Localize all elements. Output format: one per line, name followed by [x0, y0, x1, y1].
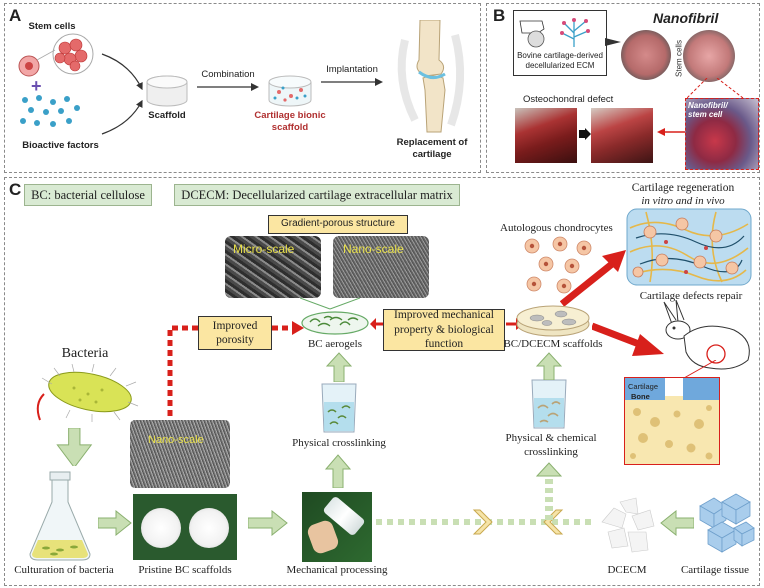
culture-flask	[29, 471, 91, 561]
hand-shape	[305, 518, 341, 556]
green-arrow-bacteria-down	[56, 428, 93, 466]
combination-arrow	[197, 83, 259, 91]
defect-photo-before	[515, 108, 577, 163]
improved-mechanical-box: Improved mechanical property & biologica…	[383, 309, 505, 351]
bc-dcecm-label: BC/DCECM scaffolds	[503, 338, 603, 350]
bacteria-illustration	[36, 364, 139, 422]
physical-crosslinking-beaker	[321, 383, 357, 433]
mechanical-processing-photo	[302, 492, 372, 562]
panel-a: A Stem cells + Bioactive factors Scaffol…	[4, 3, 481, 173]
cartilage-regeneration-label: Cartilage regeneration	[631, 182, 735, 194]
cartilage-tissue-label: Cartilage tissue	[680, 564, 750, 576]
chondrocytes-illustration	[524, 236, 592, 294]
bioactive-factors-illustration	[20, 95, 80, 127]
cartilage-regeneration-illustration	[626, 208, 752, 286]
ecm-box: Bovine cartilage-derived decellularized …	[513, 10, 607, 76]
ecm-caption: Bovine cartilage-derived decellularized …	[517, 51, 603, 70]
dcecm-definition-box: DCECM: Decellularized cartilage extracel…	[174, 184, 460, 206]
stem-cells-illustration	[18, 33, 94, 77]
green-arrow-left	[660, 510, 694, 536]
defects-repair-label: Cartilage defects repair	[639, 290, 743, 302]
physical-chemical-beaker	[531, 379, 567, 429]
scaffold-label: Scaffold	[148, 110, 186, 121]
panel-b: B Nanofibril Bovine cartilage-derived de…	[486, 3, 760, 173]
petri-dish-photo-1	[621, 30, 671, 80]
autologous-label: Autologous chondrocytes	[500, 222, 613, 234]
pristine-bc-photo	[133, 494, 237, 560]
rabbit-illustration	[663, 300, 750, 370]
micro-scale-label: Micro-scale	[233, 242, 295, 256]
culturation-label: Culturation of bacteria	[14, 564, 114, 576]
defect-photo-after	[591, 108, 653, 163]
green-arrow-up-bcdcecm	[536, 352, 562, 380]
dcecm-label: DCECM	[607, 564, 647, 576]
converging-arrows	[101, 53, 143, 135]
dcecm-flakes	[601, 497, 655, 553]
porosity-red-dashed-path	[167, 321, 304, 456]
nano-scale-label: Nano-scale	[343, 242, 404, 256]
mechanical-label: Mechanical processing	[286, 564, 388, 576]
combination-label: Combination	[201, 69, 255, 80]
nano-scale-small-label: Nano-scale	[148, 434, 204, 446]
bacteria-label: Bacteria	[61, 346, 109, 361]
ecm-arrow	[605, 38, 621, 46]
cartilage-section-label: Cartilage	[628, 382, 659, 391]
panel-b-label: B	[493, 6, 506, 25]
bc-aerogels-label: BC aerogels	[307, 338, 363, 350]
petri-dish-photo-2	[683, 30, 735, 82]
implantation-arrow	[321, 78, 383, 86]
cartilage-tissue-illustration	[699, 493, 755, 553]
red-arrow-regeneration	[560, 250, 626, 306]
pristine-label: Pristine BC scaffolds	[138, 564, 232, 576]
sem-connector	[300, 297, 360, 310]
bioactive-factors-label: Bioactive factors	[22, 140, 99, 151]
bionic-scaffold-label: Cartilage bionic scaffold	[254, 110, 326, 133]
bc-aerogels-dish	[301, 311, 369, 335]
panel-a-label: A	[9, 6, 22, 25]
rabbit-zoom-line	[683, 360, 717, 379]
bc-dcecm-scaffold	[516, 305, 590, 337]
pristine-disc-2	[189, 508, 229, 548]
knee-illustration	[397, 20, 465, 133]
cartilage-bone-section: Cartilage Bone	[624, 377, 720, 465]
nanofibril-title: Nanofibril	[653, 10, 719, 26]
panel-c: C	[4, 177, 760, 586]
panel-c-label: C	[9, 180, 22, 199]
green-arrow-up-mech	[325, 454, 351, 488]
micro-scale-sem: Micro-scale	[225, 236, 321, 298]
green-dashed-arrow-up-dcecm	[536, 462, 562, 520]
improved-porosity-box: Improved porosity	[198, 316, 272, 350]
red-back-arrow	[657, 128, 687, 136]
bc-definition-box: BC: bacterial cellulose	[24, 184, 152, 206]
green-arrow-right-1	[98, 510, 132, 536]
plus-sign: +	[31, 76, 42, 96]
replacement-label: Replacement of cartilage	[396, 137, 468, 160]
physical-chemical-label: Physical & chemical crosslinking	[505, 432, 597, 458]
in-vitro-in-vivo-label: in vitro and in vivo	[641, 195, 725, 207]
green-arrow-up-aerogels	[326, 352, 352, 382]
cow-tree-icon	[519, 18, 590, 48]
cartilage-bone-graphic	[625, 378, 719, 464]
gradient-porous-box: Gradient-porous structure	[268, 215, 408, 234]
bionic-scaffold-illustration	[268, 75, 312, 107]
nanofibril-stem-cell-label: Nanofibril/ stem cell	[688, 101, 728, 120]
green-arrow-right-2	[248, 510, 288, 536]
nano-scale-sem: Nano-scale	[333, 236, 429, 298]
zoom-guides	[687, 78, 744, 99]
scaffold-illustration	[146, 75, 188, 107]
bone-section-label: Bone	[631, 392, 650, 401]
physical-crosslinking-label: Physical crosslinking	[292, 437, 386, 449]
chevron-dashed-path	[376, 509, 592, 535]
red-arrow-rabbit	[592, 322, 664, 356]
nano-scale-sem-small: Nano-scale	[130, 420, 230, 488]
stem-cells-label: Stem cells	[28, 21, 76, 32]
dcecm-photo	[592, 492, 662, 560]
defect-arrow	[579, 128, 591, 140]
nanofibril-stem-cell-photo: Nanofibril/ stem cell	[685, 98, 759, 170]
mech-red-arrow-in	[370, 318, 384, 330]
osteochondral-label: Osteochondral defect	[523, 94, 614, 105]
implantation-label: Implantation	[326, 64, 378, 75]
pristine-disc-1	[141, 508, 181, 548]
